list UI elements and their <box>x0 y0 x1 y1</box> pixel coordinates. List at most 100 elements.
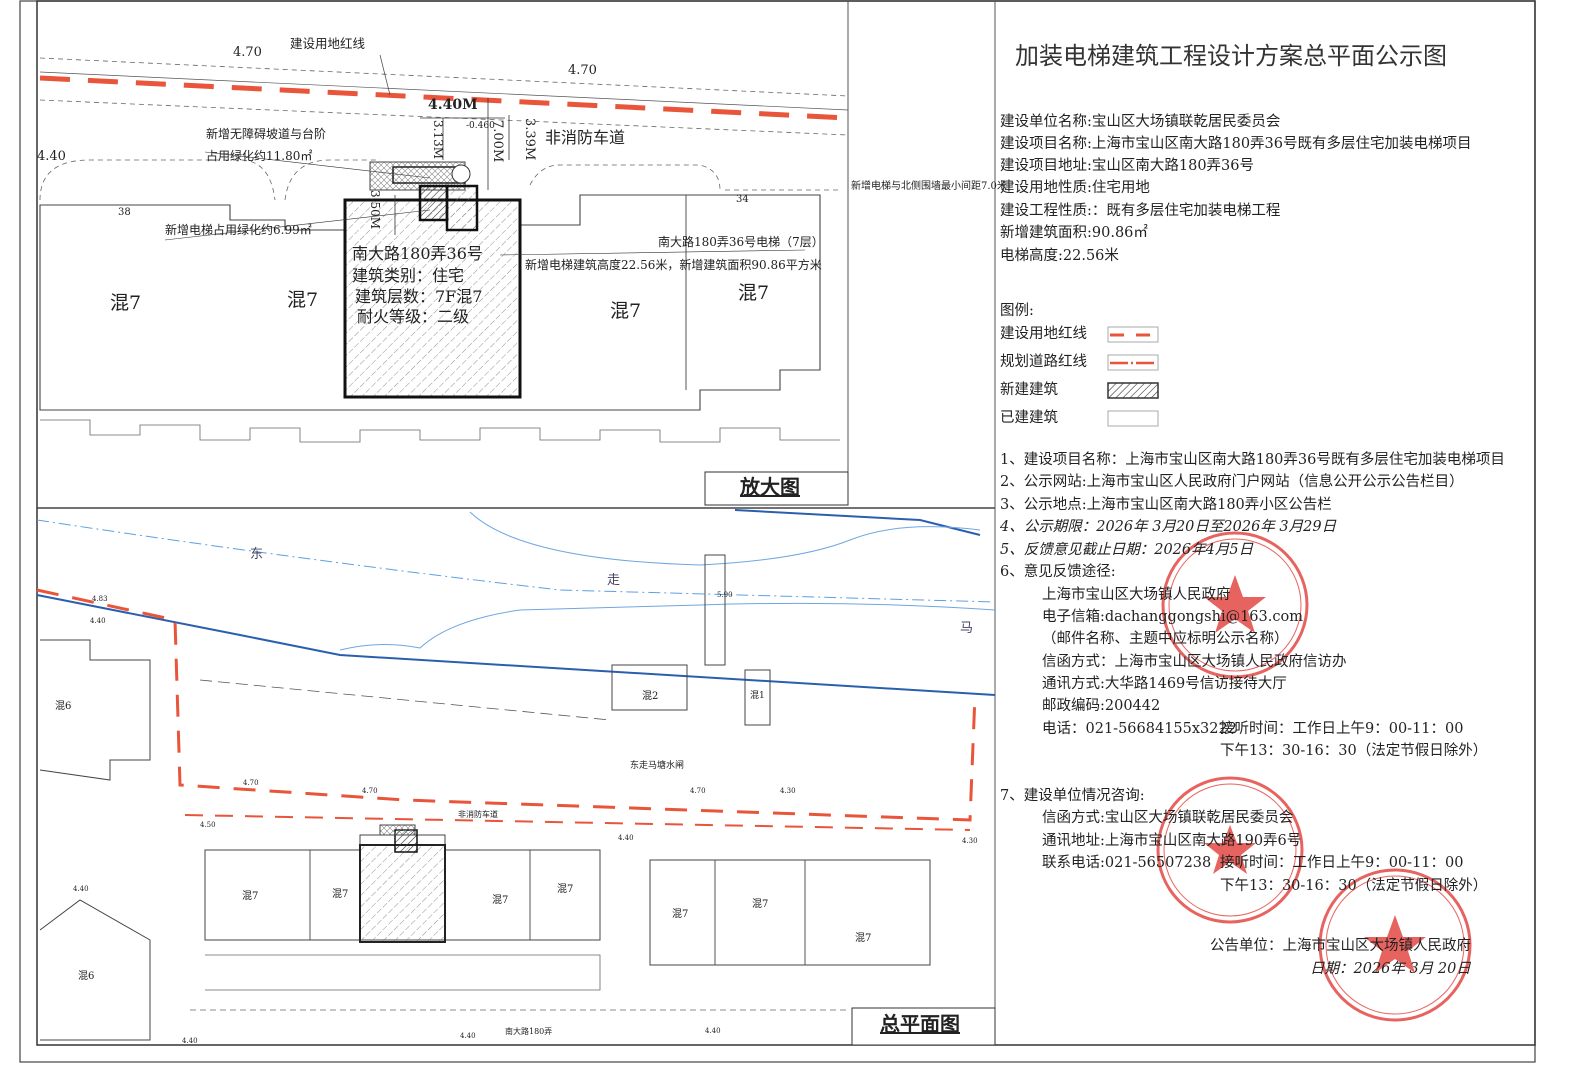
structure-label: 混7 <box>492 895 509 906</box>
road-label: 南大路180弄 <box>505 1027 553 1036</box>
elevation-label: 4.30 <box>962 837 978 845</box>
notice-item: 3、公示地点:上海市宝山区南大路180弄小区公告栏 <box>1000 497 1332 513</box>
elevator-green-label: 新增电梯占用绿化约6.99㎡ <box>165 223 312 237</box>
structure-label: 混7 <box>287 289 319 311</box>
river-line <box>36 594 996 696</box>
river-label: 马 <box>960 621 974 636</box>
elevation-label: 4.40 <box>37 149 66 164</box>
ramp-label: 新增无障碍坡道与台阶 <box>206 127 327 141</box>
info-line: 建设单位名称:宝山区大场镇联乾居民委员会 <box>1000 114 1281 130</box>
legend-item: 已建建筑 <box>1000 410 1058 426</box>
elevation-label: 4.40 <box>618 834 634 842</box>
dimension-label: -0.460 <box>466 121 495 131</box>
structure-label: 混7 <box>610 300 642 322</box>
fire-lane-label: 非消防车道 <box>458 810 498 819</box>
north-gap-label: 新增电梯与北侧围墙最小间距7.0米 <box>851 181 1007 192</box>
structure-label: 混7 <box>110 292 142 314</box>
feedback-line: （邮件名称、主题中应标明公示名称） <box>1042 631 1289 647</box>
site-plan <box>36 509 996 1046</box>
stamp-town-government-2 <box>1318 868 1472 1022</box>
info-line: 建设工程性质:：既有多层住宅加装电梯工程 <box>1000 203 1281 219</box>
river-label: 东 <box>250 547 264 562</box>
building-floors: 建筑层数：7F混7 <box>355 287 483 306</box>
elevation-label: 4.70 <box>568 63 597 78</box>
page-title: 加装电梯建筑工程设计方案总平面公示图 <box>1015 42 1447 70</box>
elevation-label: 4.40 <box>90 617 106 625</box>
elevation-label: 4.70 <box>233 45 262 60</box>
feedback-line: 邮政编码:200442 <box>1042 698 1161 714</box>
publisher: 公告单位：上海市宝山区大场镇人民政府 <box>1210 938 1471 954</box>
feedback-email: 电子信箱:dachanggongshi@163.com <box>1042 609 1303 625</box>
caption-box <box>851 1007 996 1046</box>
consult-line: 通讯地址:上海市宝山区南大路190弄6号 <box>1042 833 1302 849</box>
inner-frame <box>36 0 1536 1046</box>
notice-item: 5、反馈意见截止日期：2026年4月5日 <box>1000 542 1254 558</box>
structure-label: 混6 <box>78 971 95 982</box>
feedback-hours: 接听时间：工作日上午9：00-11：00 <box>1220 721 1464 737</box>
feedback-line: 信函方式：上海市宝山区大场镇人民政府信访办 <box>1042 654 1347 670</box>
legend-item: 建设用地红线 <box>1000 326 1087 342</box>
dimension-label: 3.39M <box>522 118 537 161</box>
fire-lane-label: 非消防车道 <box>545 128 626 147</box>
notice-item: 1、建设项目名称：上海市宝山区南大路180弄36号既有多层住宅加装电梯项目 <box>1000 452 1505 468</box>
elevation-label: 4.30 <box>780 787 796 795</box>
dimension-label: 3.50M <box>368 190 382 230</box>
building-address: 南大路180弄36号 <box>352 244 483 263</box>
ramp-green-label: 占用绿化约11.80㎡ <box>206 149 313 163</box>
structure-label: 混7 <box>738 282 770 304</box>
unit-number: 38 <box>118 207 131 218</box>
consult-phone: 联系电话:021-56507238 <box>1042 855 1212 871</box>
elevation-label: 4.83 <box>92 595 108 603</box>
structure-label: 混7 <box>752 899 769 910</box>
construction-red-line <box>39 75 849 121</box>
stamp-residents-committee <box>1156 776 1304 924</box>
elevator-desc: 新增电梯建筑高度22.56米，新增建筑面积90.86平方米 <box>525 258 822 272</box>
elevation-label: 4.70 <box>243 779 259 787</box>
dimension-label: 4.40M <box>428 97 478 113</box>
feedback-line: 上海市宝山区大场镇人民政府 <box>1042 587 1231 603</box>
river-label: 走 <box>607 573 621 588</box>
feedback-line: 通讯方式:大华路1469号信访接待大厅 <box>1042 676 1287 692</box>
stamp-town-government <box>1161 531 1309 679</box>
elevation-label: 4.70 <box>690 787 706 795</box>
feedback-phone: 电话：021-56684155x3222 <box>1042 721 1237 737</box>
publish-date: 日期：2026年 3月 20日 <box>1310 961 1471 977</box>
structure-label: 混2 <box>642 691 659 702</box>
elevation-label: 4.40 <box>182 1037 198 1045</box>
consult-hours: 接听时间：工作日上午9：00-11：00 <box>1220 855 1464 871</box>
detail-caption: 放大图 <box>740 475 800 499</box>
detail-plan <box>39 54 849 506</box>
structure-label: 混7 <box>855 933 872 944</box>
elevation-label: 4.70 <box>362 787 378 795</box>
info-line: 新增建筑面积:90.86㎡ <box>1000 225 1148 241</box>
structure-label: 混7 <box>332 889 349 900</box>
consult-hours: 下午13：30-16：30（法定节假日除外） <box>1220 878 1488 894</box>
structure-label: 混7 <box>557 884 574 895</box>
building-type: 建筑类别：住宅 <box>352 266 465 285</box>
notice-item: 6、意见反馈途径: <box>1000 564 1116 580</box>
fire-rating: 耐火等级：二级 <box>357 307 470 326</box>
new-elevator <box>418 184 449 222</box>
structure-label: 混7 <box>672 909 689 920</box>
structure-label: 混6 <box>55 701 72 712</box>
site-red-line <box>36 588 977 822</box>
elevator-name: 南大路180弄36号电梯（7层） <box>658 235 824 249</box>
info-line: 建设用地性质:住宅用地 <box>1000 180 1150 196</box>
sluice-label: 东走马塘水闸 <box>630 761 685 771</box>
feedback-hours: 下午13：30-16：30（法定节假日除外） <box>1220 743 1488 759</box>
notice-item: 2、公示网站:上海市宝山区人民政府门户网站（信息公开公示公告栏目） <box>1000 474 1464 490</box>
dimension-label: 3.13M <box>431 120 445 160</box>
elevation-label: 4.40 <box>705 1027 721 1035</box>
info-line: 建设项目名称:上海市宝山区南大路180弄36号既有多层住宅加装电梯项目 <box>1000 136 1472 152</box>
structure-label: 混1 <box>750 691 765 701</box>
info-line: 建设项目地址:宝山区南大路180弄36号 <box>1000 158 1255 174</box>
notice-item: 4、公示期限：2026年 3月20日至2026年 3月29日 <box>1000 519 1337 535</box>
legend-item: 新建建筑 <box>1000 382 1058 398</box>
legend-item: 规划道路红线 <box>1000 354 1087 370</box>
redline-label: 建设用地红线 <box>290 36 366 51</box>
caption-box <box>704 471 849 506</box>
elevation-label: 4.40 <box>73 885 89 893</box>
elevation-label: 4.40 <box>460 1032 476 1040</box>
legend-swatches <box>1107 326 1159 427</box>
